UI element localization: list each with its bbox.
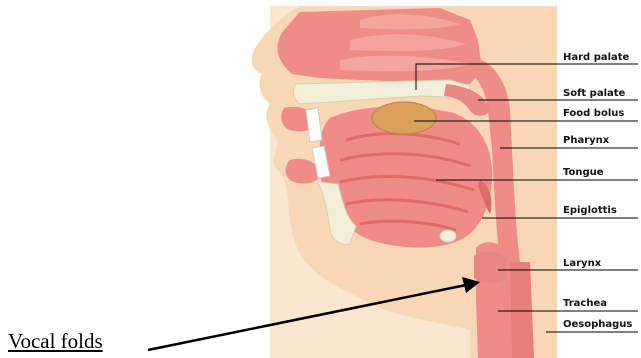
- label-vocal-folds: Vocal folds: [8, 329, 103, 353]
- label-larynx: Larynx: [563, 258, 601, 270]
- larynx-ring: [474, 252, 506, 283]
- oesophagus: [510, 262, 534, 358]
- food-bolus: [372, 102, 436, 134]
- label-epiglottis: Epiglottis: [563, 205, 617, 217]
- hyoid-bone: [440, 230, 456, 242]
- label-tongue: Tongue: [563, 167, 604, 179]
- label-trachea: Trachea: [563, 298, 607, 310]
- label-soft-palate: Soft palate: [563, 88, 625, 100]
- label-oesophagus: Oesophagus: [563, 319, 632, 331]
- label-hard-palate: Hard palate: [563, 52, 629, 64]
- label-pharynx: Pharynx: [563, 135, 609, 147]
- label-food-bolus: Food bolus: [563, 108, 624, 120]
